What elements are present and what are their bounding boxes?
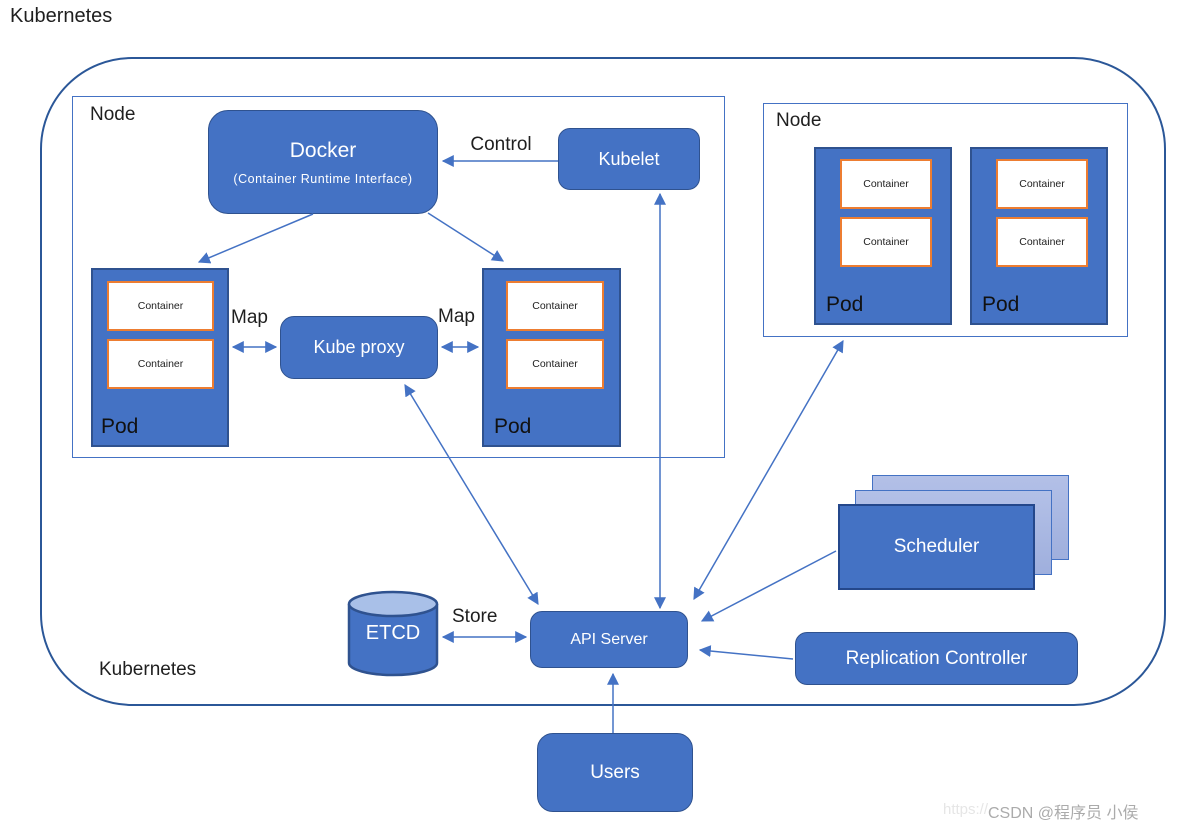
container-box: Container [996, 159, 1088, 209]
container-label: Container [532, 300, 578, 312]
map-left-label: Map [231, 307, 268, 328]
container-box: Container [840, 159, 932, 209]
container-box: Container [996, 217, 1088, 267]
map-right-label: Map [438, 306, 475, 327]
container-box: Container [840, 217, 932, 267]
right-node-box: Node [763, 103, 1128, 337]
watermark-url-faint: https:// [943, 801, 989, 818]
page-title: Kubernetes [10, 5, 113, 27]
replication-controller-label: Replication Controller [845, 647, 1028, 669]
users-box: Users [537, 733, 693, 812]
pod-label: Pod [101, 415, 139, 438]
etcd-label: ETCD [365, 622, 421, 644]
container-label: Container [137, 358, 184, 370]
container-label: Container [863, 178, 909, 190]
left-node-pod-a: Container Container Pod [91, 268, 229, 447]
cluster-boundary [40, 57, 1166, 706]
api-server-label: API Server [570, 630, 648, 648]
kube-proxy-label: Kube proxy [313, 337, 405, 357]
control-label: Control [470, 134, 532, 155]
right-node-pod-a: Container Container Pod [814, 147, 952, 325]
container-label: Container [863, 236, 909, 248]
replication-controller-box: Replication Controller [795, 632, 1078, 685]
container-label: Container [137, 300, 184, 312]
container-label: Container [1019, 236, 1065, 248]
kubelet-box: Kubelet [558, 128, 700, 190]
docker-box: Docker (Container Runtime Interface) [208, 110, 438, 214]
docker-subtitle: (Container Runtime Interface) [233, 171, 413, 186]
container-box: Container [107, 281, 214, 331]
kube-proxy-box: Kube proxy [280, 316, 438, 379]
store-label: Store [452, 606, 498, 627]
container-label: Container [1019, 178, 1065, 190]
left-node-pod-b: Container Container Pod [482, 268, 621, 447]
kubelet-label: Kubelet [598, 148, 660, 169]
container-box: Container [107, 339, 214, 389]
container-box: Container [506, 339, 604, 389]
docker-title: Docker [289, 138, 357, 162]
pod-label: Pod [826, 293, 864, 316]
etcd-cylinder: ETCD [347, 590, 439, 678]
scheduler-box: Scheduler [838, 504, 1035, 590]
left-node-box: Node [72, 96, 725, 458]
left-node-label: Node [90, 104, 136, 125]
container-box: Container [506, 281, 604, 331]
pod-label: Pod [494, 415, 532, 438]
right-node-label: Node [776, 110, 822, 131]
pod-label: Pod [982, 293, 1020, 316]
right-node-pod-b: Container Container Pod [970, 147, 1108, 325]
users-label: Users [590, 761, 640, 783]
scheduler-label: Scheduler [893, 536, 980, 557]
watermark: CSDN @程序员 小侯 [988, 805, 1139, 822]
container-label: Container [532, 358, 578, 370]
cluster-label: Kubernetes [99, 659, 197, 680]
api-server-box: API Server [530, 611, 688, 668]
